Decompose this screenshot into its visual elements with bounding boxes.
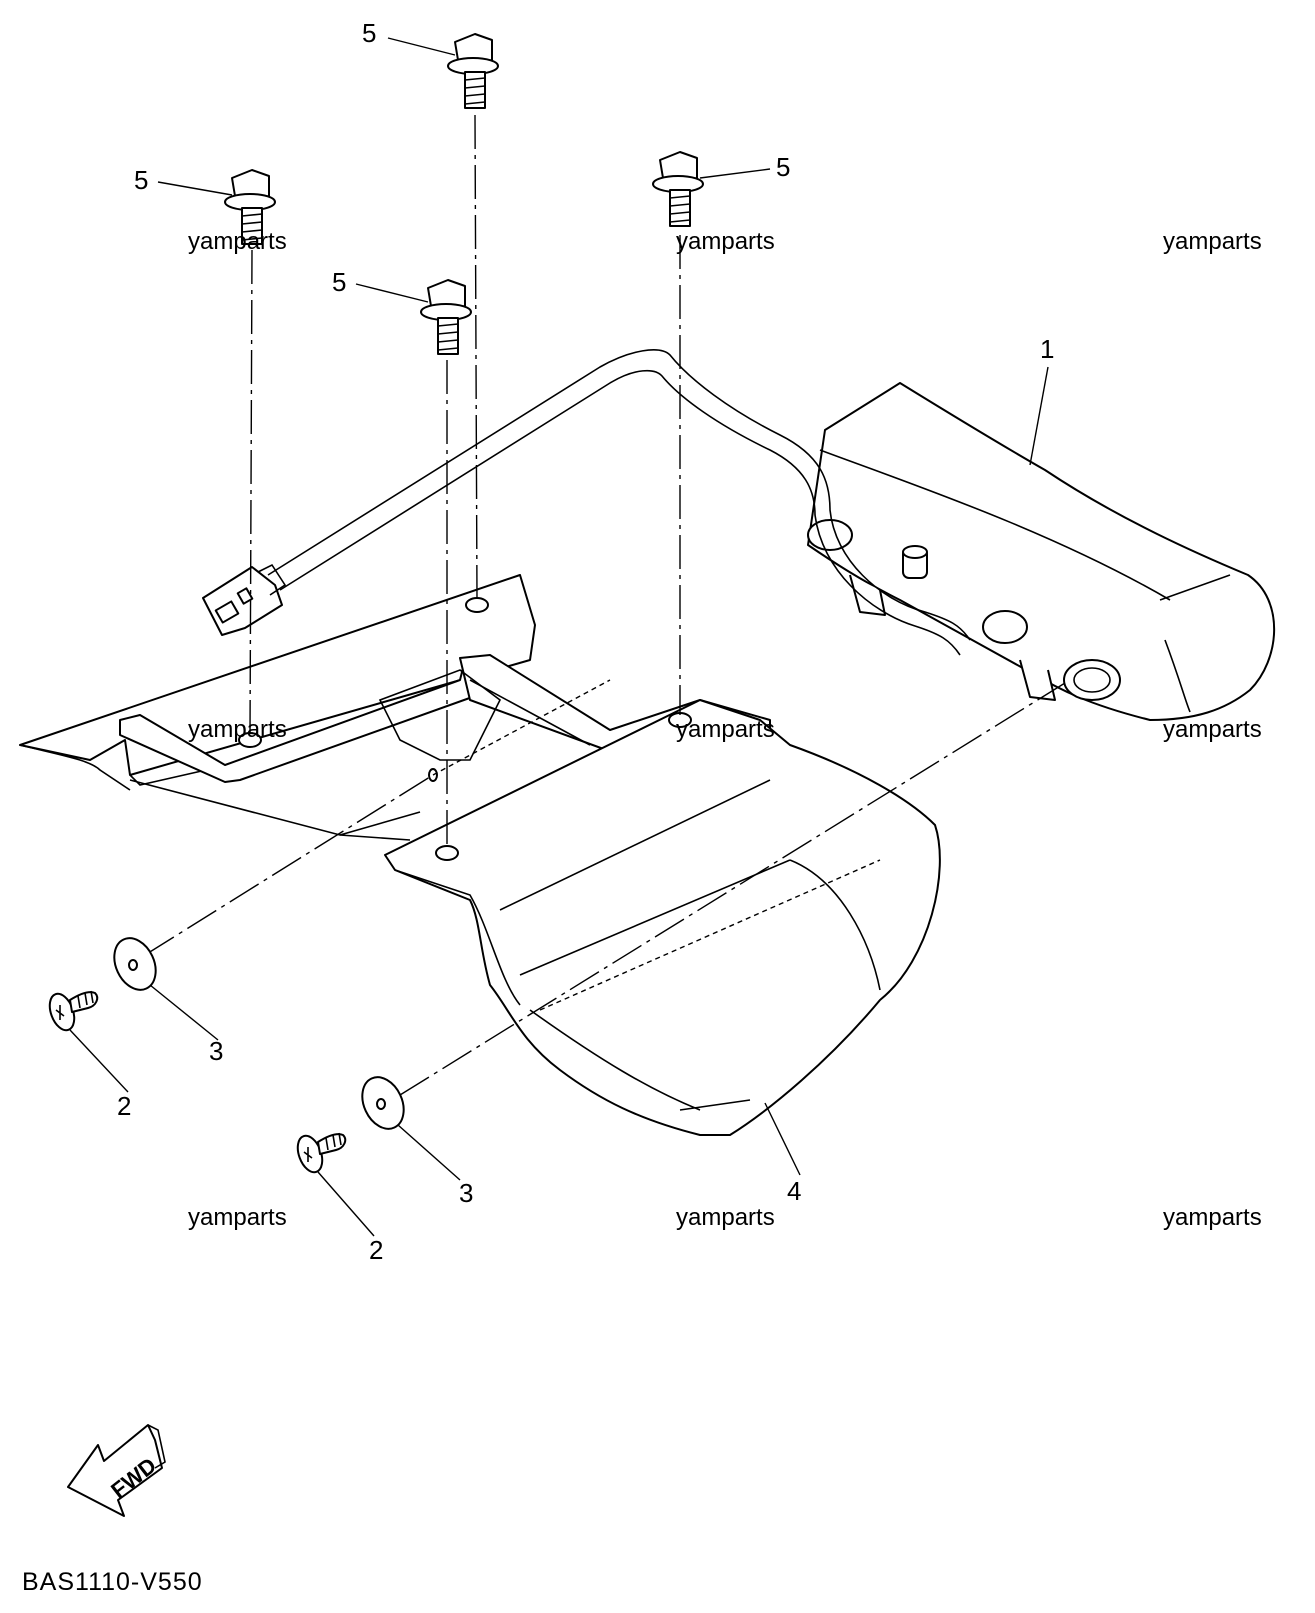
callout-5c: 5: [332, 267, 346, 297]
washer-3b: [361, 1076, 405, 1130]
watermark: yamparts: [676, 228, 775, 255]
tapping-screw-2b: [296, 1132, 347, 1174]
callout-labels: 1 2 2 3 3 4 5 5 5 5: [117, 18, 1054, 1265]
watermarks: yamparts yamparts yamparts yamparts yamp…: [188, 228, 1262, 1231]
tail-light-assembly: [202, 349, 1276, 721]
watermark: yamparts: [1163, 228, 1262, 255]
flange-bolt-5c: [420, 279, 472, 355]
drawing-code: BAS1110-V550: [22, 1568, 203, 1596]
watermark: yamparts: [676, 1204, 775, 1231]
watermark: yamparts: [676, 716, 775, 743]
watermark: yamparts: [1163, 1204, 1262, 1231]
callout-3a: 3: [209, 1036, 223, 1066]
leader-lines: [69, 37, 1049, 1237]
flange-bolt-5b: [224, 169, 276, 245]
watermark: yamparts: [1163, 716, 1262, 743]
callout-1: 1: [1040, 334, 1054, 364]
watermark: yamparts: [188, 1204, 287, 1231]
callout-2a: 2: [117, 1091, 131, 1121]
rear-fender-bracket: [19, 574, 941, 1136]
callout-5d: 5: [776, 152, 790, 182]
flange-bolt-5d: [652, 151, 704, 227]
assembly-centerlines: [144, 114, 1066, 1096]
callout-4: 4: [787, 1176, 801, 1206]
callout-3b: 3: [459, 1178, 473, 1208]
callout-2b: 2: [369, 1235, 383, 1265]
watermark: yamparts: [188, 716, 287, 743]
flange-bolt-5a: [447, 33, 499, 109]
forward-direction-arrow: FWD: [67, 1424, 166, 1517]
washer-3a: [113, 937, 157, 991]
callout-5b: 5: [134, 165, 148, 195]
callout-5a: 5: [362, 18, 376, 48]
tapping-screw-2a: [48, 990, 99, 1032]
watermark: yamparts: [188, 228, 287, 255]
